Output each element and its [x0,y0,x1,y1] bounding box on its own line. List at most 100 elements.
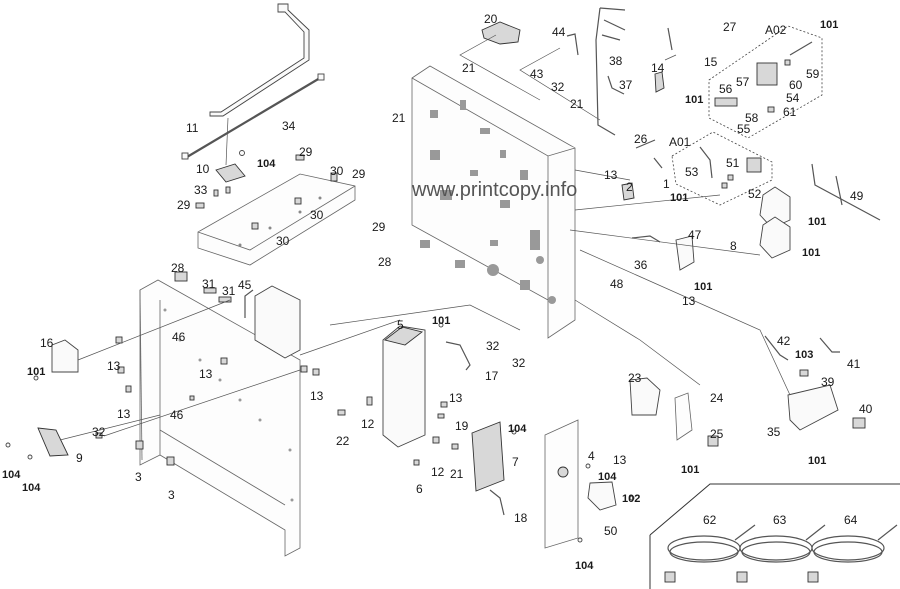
callout-label-103[interactable]: 103 [795,349,813,361]
callout-label-46b[interactable]: 46 [170,408,184,422]
callout-label-101c[interactable]: 101 [670,192,688,204]
main-frame-right[interactable] [411,65,576,339]
callout-label-13a[interactable]: 13 [604,168,618,182]
callout-label-104a[interactable]: 104 [257,158,276,170]
callout-label-104e[interactable]: 104 [22,482,41,494]
panel-tray[interactable] [197,173,356,266]
callout-label-46a[interactable]: 46 [172,330,186,344]
callout-label-104d[interactable]: 104 [2,469,21,481]
callout-label-21c[interactable]: 21 [392,111,406,125]
callout-label-49[interactable]: 49 [850,189,864,203]
callout-label-44[interactable]: 44 [552,25,566,39]
callout-label-25[interactable]: 25 [710,427,724,441]
callout-label-6[interactable]: 6 [416,482,423,496]
callout-label-18[interactable]: 18 [514,511,528,525]
callout-label-13c[interactable]: 13 [107,359,121,373]
motor-8[interactable] [759,186,791,259]
callout-label-28a[interactable]: 28 [378,255,392,269]
callout-label-15[interactable]: 15 [704,55,718,69]
callout-label-50[interactable]: 50 [604,524,618,538]
cable-44[interactable] [566,33,579,56]
callout-label-54[interactable]: 54 [786,91,800,105]
callout-label-101a[interactable]: 101 [820,19,838,31]
callout-label-13e[interactable]: 13 [310,389,324,403]
callout-label-101d[interactable]: 101 [808,216,826,228]
power-box-5[interactable] [382,325,426,448]
callout-label-10[interactable]: 10 [196,162,210,176]
callout-label-61[interactable]: 61 [783,105,797,119]
callout-label-19[interactable]: 19 [455,419,469,433]
callout-label-47[interactable]: 47 [688,228,702,242]
callout-label-21a[interactable]: 21 [462,61,476,75]
callout-label-21d[interactable]: 21 [450,467,464,481]
callout-label-45[interactable]: 45 [238,278,252,292]
callout-label-40[interactable]: 40 [859,402,873,416]
callout-label-38[interactable]: 38 [609,54,623,68]
bracket-24[interactable] [674,392,693,441]
callout-label-43[interactable]: 43 [530,67,544,81]
callout-label-27[interactable]: 27 [723,20,737,34]
callout-label-32d[interactable]: 32 [92,425,106,439]
callout-label-A01[interactable]: A01 [669,135,691,149]
callout-label-34[interactable]: 34 [282,119,296,133]
callout-label-104b[interactable]: 104 [508,423,527,435]
callout-label-53[interactable]: 53 [685,165,699,179]
power-cord-63[interactable] [736,524,826,583]
callout-label-13h[interactable]: 13 [613,453,627,467]
callout-label-51[interactable]: 51 [726,156,740,170]
callout-label-101f[interactable]: 101 [694,281,712,293]
callout-label-24[interactable]: 24 [710,391,724,405]
cable-37[interactable] [607,75,625,95]
callout-label-42[interactable]: 42 [777,334,791,348]
bracket-2[interactable] [621,182,635,201]
rod-26[interactable] [635,139,663,169]
callout-label-3b[interactable]: 3 [168,488,175,502]
callout-label-39[interactable]: 39 [821,375,835,389]
callout-label-57[interactable]: 57 [736,75,750,89]
callout-label-1[interactable]: 1 [663,177,670,191]
callout-label-31a[interactable]: 31 [202,277,216,291]
callout-label-62[interactable]: 62 [703,513,717,527]
callout-label-2[interactable]: 2 [626,180,633,194]
main-frame-left[interactable] [139,279,301,557]
callout-label-29d[interactable]: 29 [372,220,386,234]
callout-label-A02[interactable]: A02 [765,23,787,37]
callout-label-26[interactable]: 26 [634,132,648,146]
switch-50[interactable] [587,481,635,511]
callout-label-13b[interactable]: 13 [682,294,696,308]
callout-label-101g[interactable]: 101 [432,315,450,327]
cables-41-42[interactable] [764,335,840,377]
callout-label-30c[interactable]: 30 [276,234,290,248]
callout-label-17[interactable]: 17 [485,369,499,383]
callout-label-30a[interactable]: 30 [330,164,344,178]
callout-label-9[interactable]: 9 [76,451,83,465]
callout-label-21b[interactable]: 21 [570,97,584,111]
callout-label-13f[interactable]: 13 [117,407,131,421]
callout-label-59[interactable]: 59 [806,67,820,81]
callout-label-11[interactable]: 11 [186,121,199,135]
callout-label-32c[interactable]: 32 [512,356,526,370]
callout-label-7[interactable]: 7 [512,455,519,469]
callout-label-101i[interactable]: 101 [808,455,826,467]
callout-label-14[interactable]: 14 [651,61,665,75]
callout-label-37[interactable]: 37 [619,78,633,92]
callout-label-58[interactable]: 58 [745,111,759,125]
callout-label-29b[interactable]: 29 [352,167,366,181]
part-40[interactable] [852,417,866,429]
part-25[interactable] [707,435,719,447]
flat-cable-11[interactable] [209,3,310,117]
callout-label-16[interactable]: 16 [40,336,54,350]
callout-label-55[interactable]: 55 [737,122,751,136]
group-A02[interactable] [708,25,823,139]
callout-label-4[interactable]: 4 [588,449,595,463]
callout-label-48[interactable]: 48 [610,277,624,291]
bracket-20[interactable] [481,21,521,45]
callout-label-29c[interactable]: 29 [177,198,191,212]
callout-label-64[interactable]: 64 [844,513,858,527]
callout-label-12a[interactable]: 12 [361,417,375,431]
callout-label-52[interactable]: 52 [748,187,762,201]
callout-label-12b[interactable]: 12 [431,465,445,479]
group-A01[interactable] [671,131,773,206]
callout-label-22[interactable]: 22 [336,434,350,448]
callout-label-29a[interactable]: 29 [299,145,313,159]
